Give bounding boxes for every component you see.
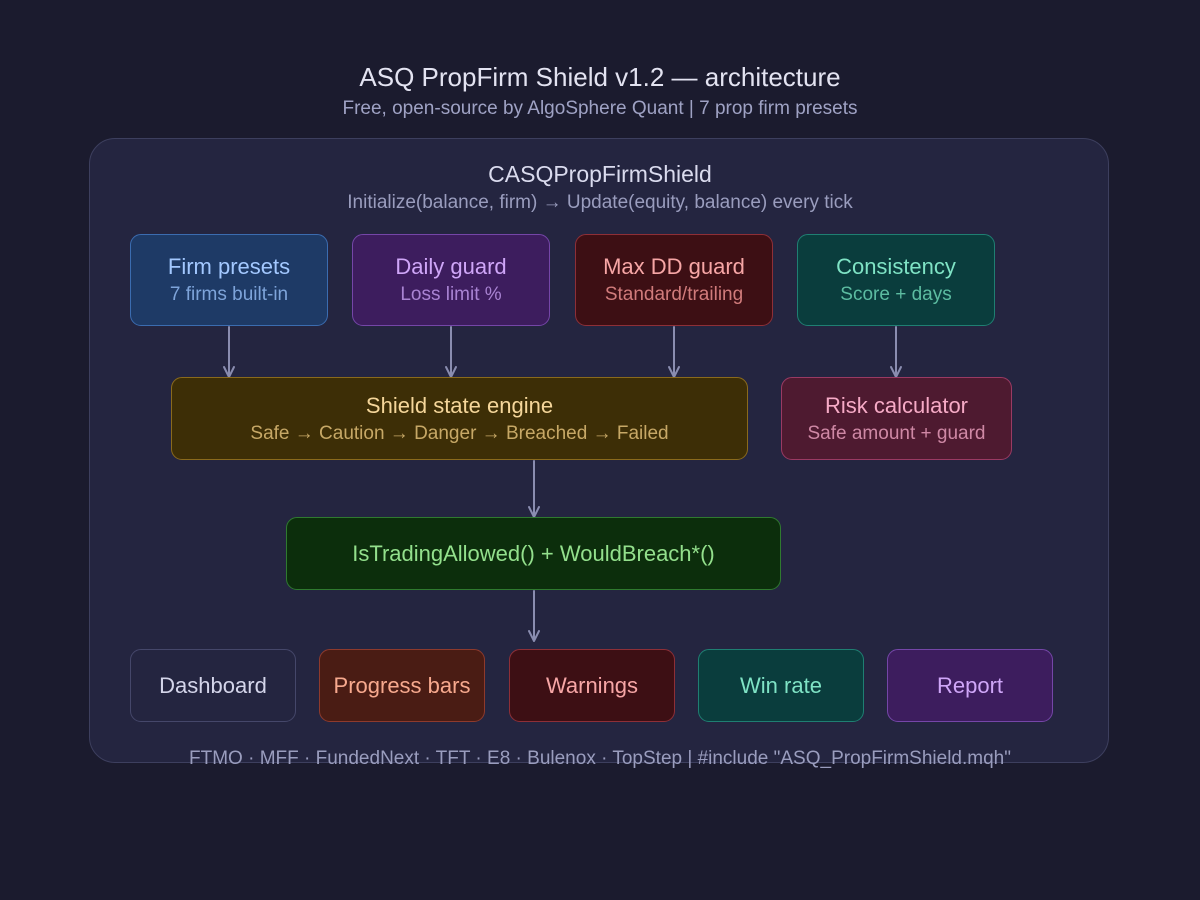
daily-guard-title: Daily guard [395, 254, 507, 279]
diagram-footer: FTMO · MFF · FundedNext · TFT · E8 · Bul… [189, 748, 1011, 769]
shield-state-engine-box: Shield state engine Safe → Caution → Dan… [171, 377, 748, 460]
progress-bars-box: Progress bars [319, 649, 485, 722]
warnings-box: Warnings [509, 649, 675, 722]
max-dd-guard-subtitle: Standard/trailing [604, 284, 744, 305]
firm-presets-subtitle: 7 firms built-in [169, 284, 289, 305]
consistency-title: Consistency [836, 254, 956, 279]
warnings-label: Warnings [545, 673, 639, 698]
dashboard-label: Dashboard [159, 673, 267, 698]
shield-engine-subtitle: Safe → Caution → Danger → Breached → Fai… [250, 422, 669, 444]
arrow-firm-presets-to-engine [223, 326, 235, 378]
arrow-max-dd-to-engine [668, 326, 680, 378]
shield-engine-title: Shield state engine [365, 392, 554, 418]
win-rate-box: Win rate [698, 649, 864, 722]
max-dd-guard-title: Max DD guard [603, 254, 745, 279]
class-description: Initialize(balance, firm) → Update(equit… [347, 192, 853, 213]
report-box: Report [887, 649, 1053, 722]
risk-calculator-box: Risk calculator Safe amount + guard [781, 377, 1012, 460]
consistency-box: Consistency Score + days [797, 234, 995, 326]
trading-check-title: IsTradingAllowed() + WouldBreach*() [352, 541, 715, 566]
firm-presets-title: Firm presets [167, 254, 291, 279]
daily-guard-subtitle: Loss limit % [400, 284, 502, 305]
class-name: CASQPropFirmShield [488, 161, 712, 187]
daily-guard-box: Daily guard Loss limit % [352, 234, 550, 326]
trading-check-box: IsTradingAllowed() + WouldBreach*() [286, 517, 781, 590]
firm-presets-box: Firm presets 7 firms built-in [130, 234, 328, 326]
diagram-subtitle: Free, open-source by AlgoSphere Quant | … [342, 98, 858, 119]
dashboard-box: Dashboard [130, 649, 296, 722]
consistency-subtitle: Score + days [840, 284, 952, 305]
risk-calculator-subtitle: Safe amount + guard [807, 422, 986, 444]
max-dd-guard-box: Max DD guard Standard/trailing [575, 234, 773, 326]
arrow-daily-guard-to-engine [445, 326, 457, 378]
win-rate-label: Win rate [740, 673, 822, 698]
arrow-trading-check-to-outputs [528, 590, 540, 642]
risk-calculator-title: Risk calculator [824, 392, 969, 418]
arrow-engine-to-trading-check [528, 460, 540, 518]
arrow-consistency-to-risk [890, 326, 902, 378]
diagram-title: ASQ PropFirm Shield v1.2 — architecture [359, 62, 841, 92]
report-label: Report [936, 673, 1004, 698]
progress-bars-label: Progress bars [333, 673, 471, 698]
